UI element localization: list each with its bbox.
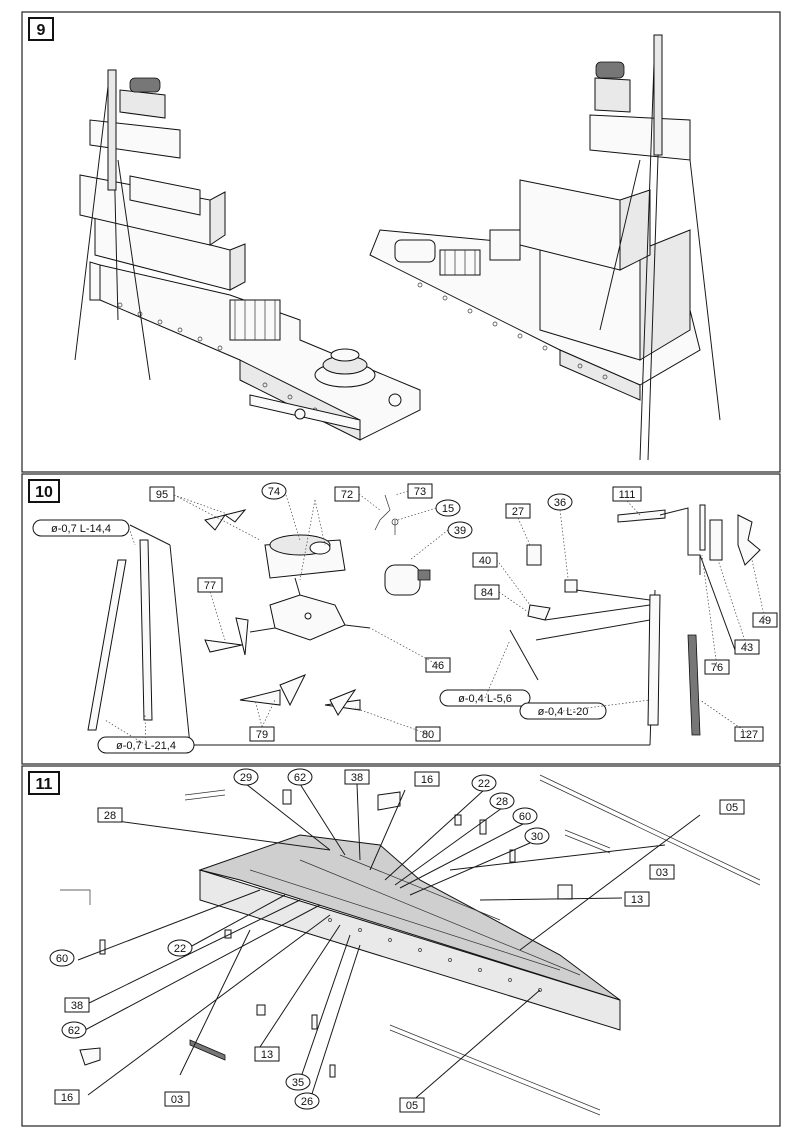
step-10-parts [87, 494, 761, 746]
label-95: 95 [149, 486, 175, 502]
svg-text:39: 39 [454, 525, 466, 537]
svg-text:79: 79 [256, 729, 268, 741]
svg-text:03: 03 [656, 867, 668, 879]
svg-text:77: 77 [204, 580, 216, 592]
step-11-badge: 11 [28, 771, 60, 795]
step-10-number: 10 [35, 484, 53, 501]
svg-text:ø-0,4 L-20: ø-0,4 L-20 [538, 706, 589, 718]
svg-text:28: 28 [104, 810, 116, 822]
label-73: 73 [407, 483, 433, 499]
svg-text:05: 05 [406, 1100, 418, 1112]
svg-text:03: 03 [171, 1094, 183, 1106]
label-35: 35 [285, 1073, 311, 1091]
label-15: 15 [435, 499, 461, 517]
svg-text:49: 49 [759, 615, 771, 627]
svg-text:80: 80 [422, 729, 434, 741]
label-16-top: 16 [414, 771, 440, 787]
label-13-right: 13 [624, 891, 650, 907]
svg-text:16: 16 [61, 1092, 73, 1104]
svg-text:13: 13 [631, 894, 643, 906]
svg-text:38: 38 [71, 1000, 83, 1012]
svg-text:73: 73 [414, 486, 426, 498]
label-29: 29 [233, 768, 259, 786]
svg-text:40: 40 [479, 555, 491, 567]
label-26: 26 [294, 1092, 320, 1110]
svg-text:60: 60 [519, 811, 531, 823]
label-28-left: 28 [97, 807, 123, 823]
panel-step-9 [21, 11, 781, 473]
step-11-labels: 28 38 16 05 03 13 38 13 16 03 05 29 62 2… [49, 768, 745, 1113]
svg-text:46: 46 [432, 660, 444, 672]
label-16-bottom: 16 [54, 1089, 80, 1105]
svg-text:74: 74 [268, 486, 280, 498]
label-27: 27 [505, 503, 531, 519]
svg-text:27: 27 [512, 506, 524, 518]
svg-text:95: 95 [156, 489, 168, 501]
label-40: 40 [472, 552, 498, 568]
svg-text:36: 36 [554, 497, 566, 509]
label-05-top: 05 [719, 799, 745, 815]
step-9-number: 9 [37, 22, 46, 39]
svg-text:43: 43 [741, 642, 753, 654]
svg-text:28: 28 [496, 796, 508, 808]
label-60-top: 60 [512, 807, 538, 825]
label-62-top: 62 [287, 768, 313, 786]
step-11-parts [60, 774, 761, 1116]
ship-view-left [74, 69, 421, 441]
label-38-left: 38 [64, 997, 90, 1013]
svg-text:05: 05 [726, 802, 738, 814]
label-72: 72 [334, 486, 360, 502]
svg-text:16: 16 [421, 774, 433, 786]
svg-text:60: 60 [56, 953, 68, 965]
label-05-bottom: 05 [399, 1097, 425, 1113]
label-77: 77 [197, 577, 223, 593]
label-79: 79 [249, 726, 275, 742]
label-84: 84 [474, 584, 500, 600]
svg-text:72: 72 [341, 489, 353, 501]
step-11-number: 11 [36, 776, 53, 793]
label-22-left: 22 [167, 939, 193, 957]
panel-step-10 [21, 473, 781, 765]
label-36: 36 [547, 493, 573, 511]
svg-text:127: 127 [740, 729, 758, 741]
svg-text:30: 30 [531, 831, 543, 843]
svg-text:ø-0,7 L-14,4: ø-0,7 L-14,4 [51, 523, 111, 535]
label-38-top: 38 [344, 769, 370, 785]
svg-text:29: 29 [240, 772, 252, 784]
step-9-badge: 9 [28, 17, 54, 41]
panel-step-11 [21, 765, 781, 1127]
dim-strut-14-4: ø-0,7 L-14,4 [32, 519, 130, 537]
label-22-top: 22 [471, 774, 497, 792]
label-62-left: 62 [61, 1021, 87, 1039]
svg-text:22: 22 [478, 778, 490, 790]
label-30: 30 [524, 827, 550, 845]
label-28-top: 28 [489, 792, 515, 810]
svg-text:ø-0,7 L-21,4: ø-0,7 L-21,4 [116, 740, 176, 752]
svg-text:62: 62 [294, 772, 306, 784]
svg-text:35: 35 [292, 1077, 304, 1089]
svg-text:62: 62 [68, 1025, 80, 1037]
label-03-right: 03 [649, 864, 675, 880]
step-10-labels: 95 72 73 111 27 40 84 77 79 80 46 127 49… [32, 482, 778, 754]
svg-text:38: 38 [351, 772, 363, 784]
label-39: 39 [447, 521, 473, 539]
label-74: 74 [261, 482, 287, 500]
label-111: 111 [612, 486, 642, 502]
svg-text:76: 76 [711, 662, 723, 674]
step-10-badge: 10 [28, 479, 60, 503]
svg-text:84: 84 [481, 587, 493, 599]
svg-text:111: 111 [619, 489, 636, 501]
label-13-bottom: 13 [254, 1046, 280, 1062]
label-03-bottom: 03 [164, 1091, 190, 1107]
svg-text:22: 22 [174, 943, 186, 955]
label-60-left: 60 [49, 949, 75, 967]
svg-text:15: 15 [442, 503, 454, 515]
ship-view-right [369, 34, 721, 461]
svg-text:13: 13 [261, 1049, 273, 1061]
label-127: 127 [734, 726, 764, 742]
svg-text:ø-0,4 L-5,6: ø-0,4 L-5,6 [458, 693, 512, 705]
svg-text:26: 26 [301, 1096, 313, 1108]
